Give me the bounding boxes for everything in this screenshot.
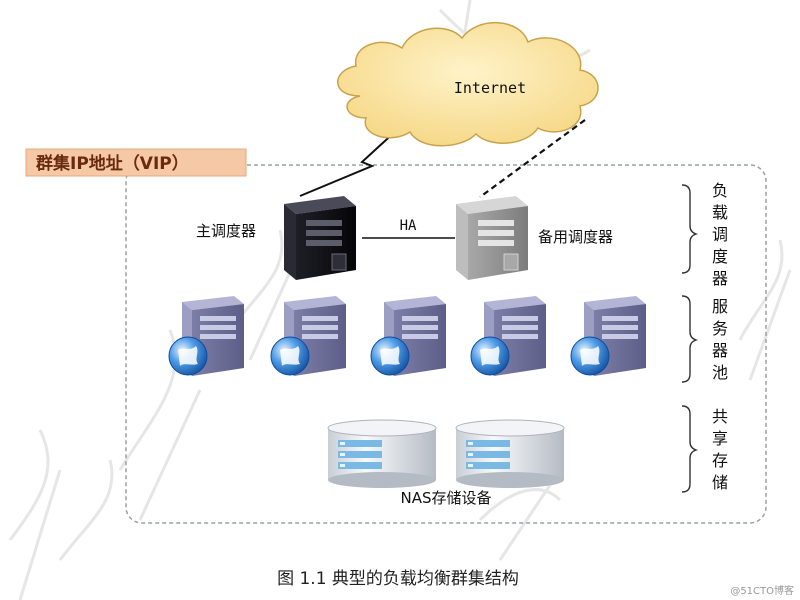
nas-label: NAS存储设备 [400,489,491,507]
bracket-shared-storage [681,405,699,493]
side-brackets [681,184,699,493]
real-server [570,296,646,376]
backup-director-label: 备用调度器 [538,228,613,246]
side-label-char: 负 [712,181,728,200]
real-server [168,296,244,376]
internet-label: Internet [454,79,526,97]
storage-cylinder [455,419,565,488]
side-label-char: 储 [712,473,728,492]
primary-director-server [284,196,356,280]
real-server [470,296,546,376]
cluster-boundary [125,164,767,524]
backup-link-dashed [479,119,586,198]
vip-label: 群集IP地址（VIP） [25,148,247,177]
network-links [299,117,586,239]
figure-caption: 图 1.1 典型的负载均衡群集结构 [277,569,519,589]
side-label-shared-storage: 共 享 存 储 [712,407,728,492]
side-label-char: 器 [712,269,728,288]
vip-label-text: 群集IP地址（VIP） [36,153,189,174]
backup-director-server [456,196,528,280]
side-label-char: 调 [712,225,728,244]
side-label-char: 共 [712,407,728,426]
real-server-pool [168,296,646,376]
side-label-server-pool: 服 务 器 池 [712,297,728,382]
side-label-char: 器 [712,341,728,360]
storage-cylinder [327,419,437,488]
side-label-char: 载 [712,203,728,222]
bracket-director [681,184,699,274]
primary-director-label: 主调度器 [196,222,256,240]
side-label-char: 服 [712,297,728,316]
side-label-director: 负 载 调 度 器 [712,181,728,288]
real-server [270,296,346,376]
side-label-char: 池 [712,363,728,382]
side-label-char: 存 [712,451,728,470]
side-label-char: 度 [712,247,728,266]
bracket-server-pool [681,295,699,383]
real-server [370,296,446,376]
site-watermark: @51CTO博客 [730,584,794,597]
nas-storage: NAS存储设备 [327,419,565,507]
ha-label: HA [400,218,417,234]
side-label-char: 享 [712,429,728,448]
side-label-char: 务 [712,319,728,338]
internet-cloud: Internet [337,22,599,147]
primary-link-bolt [299,117,411,197]
